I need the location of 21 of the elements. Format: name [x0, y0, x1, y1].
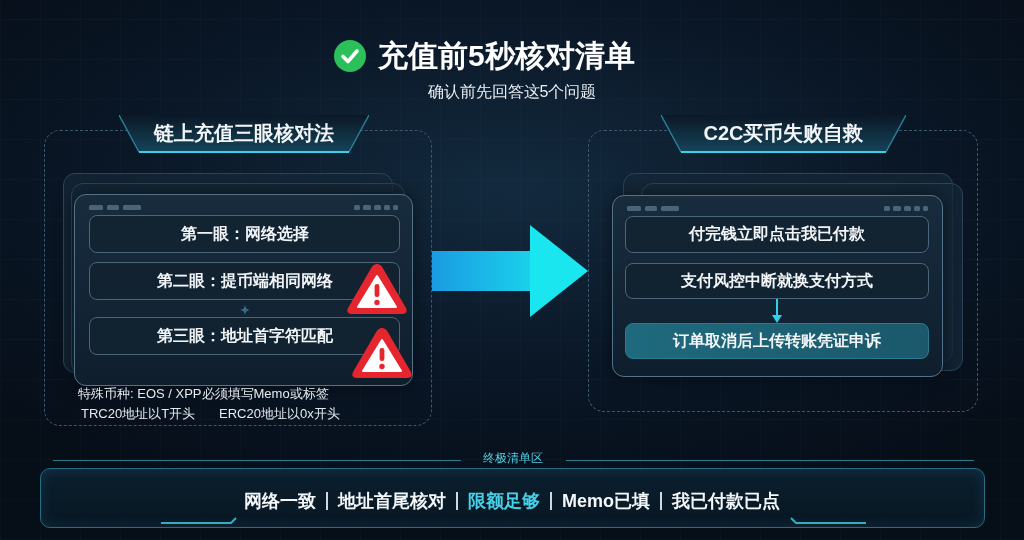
panel-heading: 链上充值三眼核对法 [154, 120, 334, 146]
checklist-item: 限额足够 [468, 490, 540, 513]
step-card: 支付风控中断就换支付方式 [625, 263, 929, 299]
checklist-item: 我已付款已点 [672, 490, 780, 513]
block-arrow [432, 225, 588, 317]
panel-heading: C2C买币失败自救 [703, 120, 864, 146]
checklist-item: 网络一致 [244, 490, 316, 513]
checklist-item: Memo已填 [562, 490, 650, 513]
step-card: 第二眼：提币端相同网络 [89, 262, 400, 300]
step-card: 付完钱立即点击我已付款 [625, 216, 929, 253]
title: 充值前5秒核对清单 [378, 37, 635, 74]
checklist-item: 地址首尾核对 [338, 490, 446, 513]
arrow [772, 298, 782, 323]
note-text: ERC20地址以0x开头 [219, 405, 340, 423]
step-card: 第三眼：地址首字符匹配 [89, 317, 400, 355]
note-text: 特殊币种: EOS / XPP必须填写Memo或标签 [78, 385, 329, 403]
section-heading: 终极清单区 [482, 450, 543, 467]
subtitle: 确认前先回答这5个问题 [427, 82, 597, 102]
step-card: 第一眼：网络选择 [89, 215, 400, 253]
step-card: 订单取消后上传转账凭证申诉 [625, 323, 929, 359]
note-text: TRC20地址以T开头 [81, 405, 196, 423]
